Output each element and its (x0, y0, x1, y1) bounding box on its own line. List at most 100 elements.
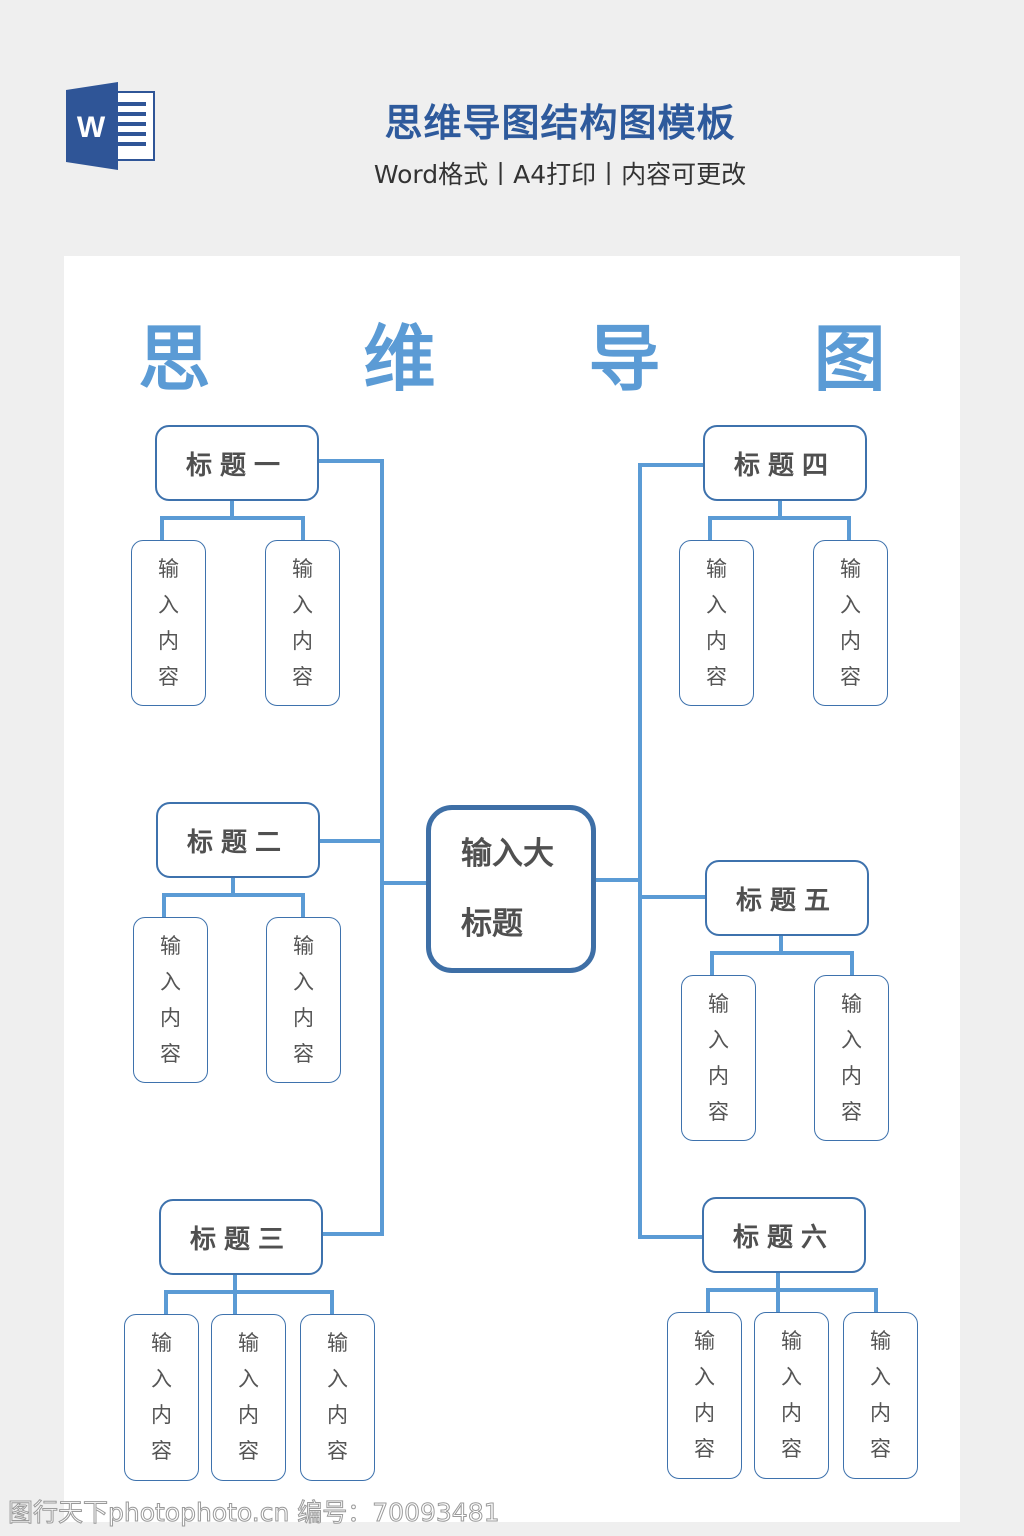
connector-children-3 (164, 1290, 334, 1314)
leaf-text: 输入内容 (781, 1323, 802, 1467)
leaf-text: 输入内容 (238, 1325, 259, 1469)
leaf-2-2[interactable]: 输入内容 (266, 917, 341, 1083)
branch-title-1[interactable]: 标题一 (155, 425, 319, 501)
leaf-char: 内 (840, 629, 861, 653)
leaf-char: 入 (292, 593, 313, 617)
leaf-text: 输入内容 (694, 1323, 715, 1467)
leaf-char: 入 (841, 1028, 862, 1052)
leaf-text: 输入内容 (706, 551, 727, 695)
leaf-text: 输入内容 (870, 1323, 891, 1467)
leaf-char: 容 (158, 665, 179, 689)
leaf-2-1[interactable]: 输入内容 (133, 917, 208, 1083)
leaf-char: 入 (293, 970, 314, 994)
leaf-text: 输入内容 (292, 551, 313, 695)
leaf-char: 输 (238, 1331, 259, 1355)
leaf-char: 输 (841, 992, 862, 1016)
watermark: 图行天下photophoto.cn 编号：70093481 (8, 1498, 501, 1528)
connector-children-2 (162, 893, 305, 917)
leaf-char: 内 (158, 629, 179, 653)
leaf-char: 内 (160, 1006, 181, 1030)
leaf-4-2[interactable]: 输入内容 (813, 540, 888, 706)
leaf-char: 入 (694, 1365, 715, 1389)
leaf-text: 输入内容 (158, 551, 179, 695)
leaf-6-2[interactable]: 输入内容 (754, 1312, 829, 1479)
leaf-char: 入 (238, 1367, 259, 1391)
leaf-char: 容 (781, 1437, 802, 1461)
leaf-char: 内 (870, 1401, 891, 1425)
word-icon: W (66, 82, 156, 170)
leaf-char: 入 (781, 1365, 802, 1389)
leaf-text: 输入内容 (327, 1325, 348, 1469)
leaf-5-2[interactable]: 输入内容 (814, 975, 889, 1141)
leaf-char: 内 (151, 1403, 172, 1427)
leaf-char: 输 (151, 1331, 172, 1355)
branch-title-5[interactable]: 标题五 (705, 860, 869, 936)
leaf-4-1[interactable]: 输入内容 (679, 540, 754, 706)
connector-branch-4 (638, 463, 704, 1239)
leaf-text: 输入内容 (293, 928, 314, 1072)
leaf-char: 容 (708, 1100, 729, 1124)
connector-children-5 (710, 951, 854, 975)
leaf-text: 输入内容 (841, 986, 862, 1130)
central-topic-line1: 输入大 (461, 836, 554, 872)
leaf-char: 入 (870, 1365, 891, 1389)
leaf-char: 输 (327, 1331, 348, 1355)
leaf-char: 输 (160, 934, 181, 958)
leaf-char: 容 (840, 665, 861, 689)
leaf-char: 输 (708, 992, 729, 1016)
leaf-char: 输 (870, 1329, 891, 1353)
leaf-6-3[interactable]: 输入内容 (843, 1312, 918, 1479)
leaf-char: 输 (706, 557, 727, 581)
leaf-char: 容 (160, 1042, 181, 1066)
connector-children-1 (160, 516, 305, 540)
leaf-char: 容 (694, 1437, 715, 1461)
leaf-char: 容 (870, 1437, 891, 1461)
leaf-text: 输入内容 (840, 551, 861, 695)
leaf-char: 容 (292, 665, 313, 689)
leaf-char: 输 (293, 934, 314, 958)
leaf-text: 输入内容 (708, 986, 729, 1130)
leaf-char: 内 (694, 1401, 715, 1425)
leaf-char: 输 (292, 557, 313, 581)
leaf-char: 内 (781, 1401, 802, 1425)
leaf-5-1[interactable]: 输入内容 (681, 975, 756, 1141)
leaf-char: 入 (706, 593, 727, 617)
leaf-1-2[interactable]: 输入内容 (265, 540, 340, 706)
leaf-char: 内 (708, 1064, 729, 1088)
leaf-3-2[interactable]: 输入内容 (211, 1314, 286, 1481)
connector-children-4 (708, 516, 851, 540)
leaf-char: 容 (841, 1100, 862, 1124)
leaf-char: 容 (293, 1042, 314, 1066)
leaf-3-1[interactable]: 输入内容 (124, 1314, 199, 1481)
leaf-char: 入 (708, 1028, 729, 1052)
leaf-char: 输 (694, 1329, 715, 1353)
leaf-char: 内 (706, 629, 727, 653)
leaf-char: 容 (706, 665, 727, 689)
leaf-char: 内 (327, 1403, 348, 1427)
header-subtitle: Word格式丨A4打印丨内容可更改 (373, 160, 747, 189)
leaf-char: 输 (840, 557, 861, 581)
branch-title-6[interactable]: 标题六 (702, 1197, 866, 1273)
leaf-char: 入 (158, 593, 179, 617)
word-icon-letter: W (77, 111, 106, 144)
leaf-6-1[interactable]: 输入内容 (667, 1312, 742, 1479)
leaf-1-1[interactable]: 输入内容 (131, 540, 206, 706)
leaf-char: 容 (151, 1439, 172, 1463)
branch-title-3[interactable]: 标题三 (159, 1199, 323, 1275)
leaf-char: 入 (151, 1367, 172, 1391)
header-title: 思维导图结构图模板 (384, 101, 736, 145)
diagram-title: 思 维 导 图 (138, 317, 950, 401)
central-topic[interactable]: 输入大 标题 (426, 805, 596, 973)
leaf-char: 内 (238, 1403, 259, 1427)
leaf-char: 容 (327, 1439, 348, 1463)
connector-children-6 (706, 1288, 878, 1312)
leaf-3-3[interactable]: 输入内容 (300, 1314, 375, 1481)
branch-title-4[interactable]: 标题四 (703, 425, 867, 501)
branch-title-2[interactable]: 标题二 (156, 802, 320, 878)
leaf-char: 输 (781, 1329, 802, 1353)
leaf-text: 输入内容 (160, 928, 181, 1072)
leaf-char: 入 (840, 593, 861, 617)
leaf-char: 内 (293, 1006, 314, 1030)
leaf-char: 内 (841, 1064, 862, 1088)
